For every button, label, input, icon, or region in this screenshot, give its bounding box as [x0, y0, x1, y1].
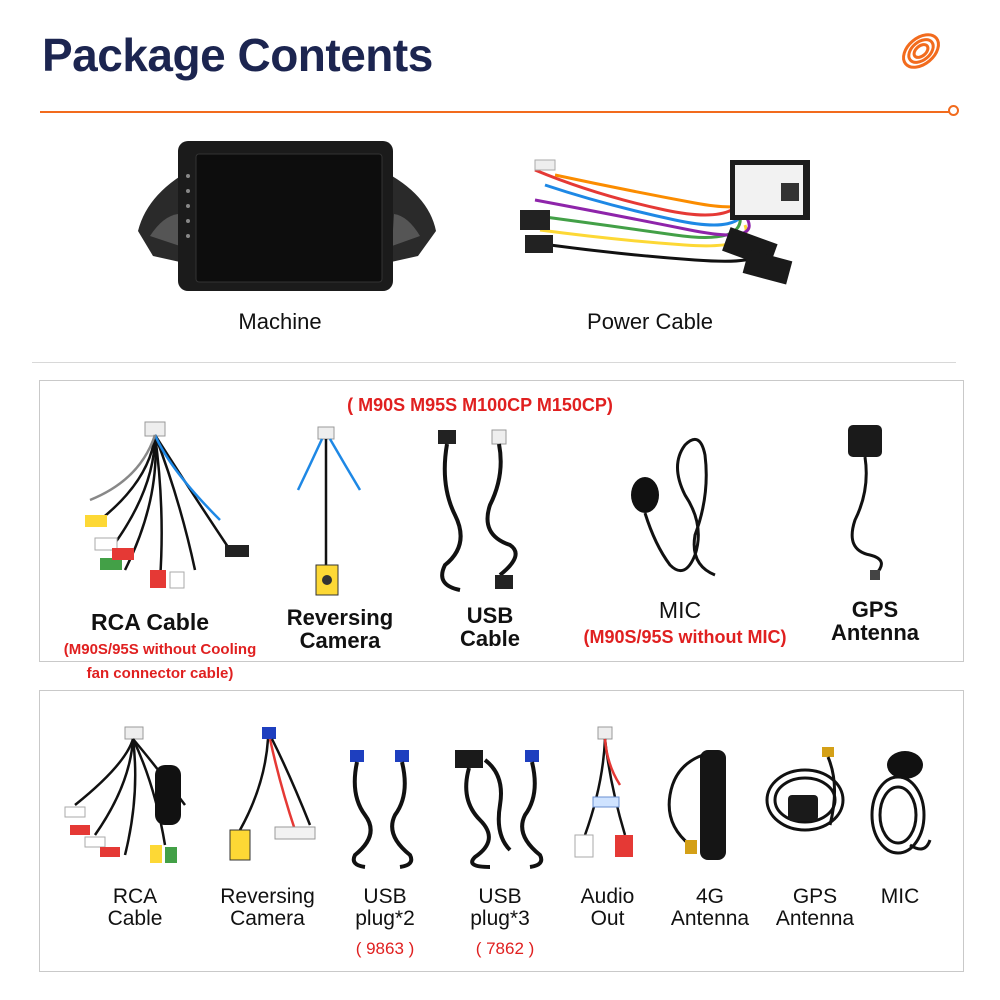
4g-antenna-image: [667, 750, 726, 860]
header-divider: [40, 111, 950, 113]
machine-image: [138, 141, 436, 291]
gps-antenna-label: GPS Antenna: [775, 885, 855, 931]
mic-image: [870, 751, 932, 855]
usb-cable-label: USB Cable: [460, 603, 520, 652]
power-cable-image: [520, 159, 810, 285]
usb-plug-2-label: USB plug*2: [355, 885, 415, 931]
rca-cable-image: [64, 726, 186, 863]
rca-cable-note: (M90S/95S without Cooling fan connector …: [63, 641, 257, 682]
power-cable-label: Power Cable: [587, 309, 713, 334]
mic-note: (M90S/95S without MIC): [583, 627, 787, 647]
header-divider-dot: [948, 105, 959, 116]
usb-cable-image: [438, 429, 518, 592]
section-divider: [32, 362, 956, 363]
usb-plug-2-image: [350, 750, 414, 869]
usb-plug-2-note: ( 9863 ): [355, 939, 415, 958]
machine-label: Machine: [238, 309, 322, 334]
mic-label: MIC: [658, 597, 702, 623]
page-title: Package Contents: [42, 29, 433, 81]
model-note: ( M90S M95S M100CP M150CP): [347, 395, 613, 415]
rca-cable-label: RCA Cable: [107, 885, 163, 931]
rca-cable-label: RCA Cable: [91, 609, 209, 635]
usb-plug-3-note: ( 7862 ): [475, 939, 535, 958]
reversing-camera-image: [229, 727, 316, 861]
gps-antenna-image: [765, 747, 845, 832]
reversing-camera-label: Reversing Camera: [286, 605, 394, 654]
brand-logo-icon: [902, 33, 940, 69]
audio-out-image: [574, 726, 633, 858]
gps-antenna-image: [848, 425, 883, 580]
usb-plug-3-label: USB plug*3: [470, 885, 530, 931]
rca-cable-image: [85, 421, 249, 589]
usb-plug-3-image: [455, 750, 544, 869]
gps-antenna-label: GPS Antenna: [831, 597, 919, 646]
mic-label: MIC: [880, 885, 920, 908]
reversing-camera-image: [296, 426, 362, 596]
accessories-panel-1: [39, 380, 964, 662]
reversing-camera-label: Reversing Camera: [220, 885, 315, 931]
audio-out-label: Audio Out: [580, 885, 635, 931]
4g-antenna-label: 4G Antenna: [670, 885, 750, 931]
mic-image: [631, 437, 716, 577]
